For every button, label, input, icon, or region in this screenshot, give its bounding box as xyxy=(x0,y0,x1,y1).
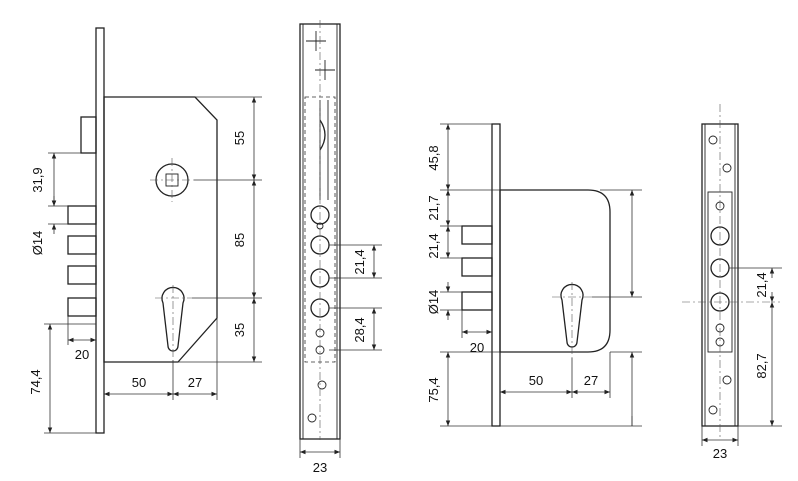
lock-b-dim-bolt-projection: 20 xyxy=(470,340,484,355)
lock-b-dim-top: 45,8 xyxy=(426,145,441,170)
lock-a-screw-mark xyxy=(315,60,335,80)
lock-a-bolt xyxy=(67,235,97,255)
lock-a-spindle xyxy=(150,158,194,202)
lock-b-dim-bolt-top: 21,7 xyxy=(426,195,441,220)
lock-b-front-view: 45,8 21,7 21,4 Ø14 75,4 20 50 27 xyxy=(426,123,642,427)
lock-a-dim-backset: 50 xyxy=(132,375,146,390)
lock-b-dim-bottom: 75,4 xyxy=(426,377,441,402)
lock-a-side-dim-bolt-spacing: 21,4 xyxy=(352,249,367,274)
lock-a-screw-hole xyxy=(307,413,317,423)
lock-a-body xyxy=(103,96,218,363)
lock-a-screw-hole xyxy=(317,380,327,390)
lock-b-dim-bolt-spacing: 21,4 xyxy=(426,233,441,258)
lock-b-dim-cylinder-to-edge: 27 xyxy=(584,373,598,388)
lock-a-dim-bottom: 74,4 xyxy=(28,369,43,394)
lock-a-dim-top-section: 55 xyxy=(232,131,247,145)
lock-a-bolt xyxy=(67,297,97,317)
lock-b-side-dim-lower: 82,7 xyxy=(754,353,769,378)
lock-a-dim-middle-section: 85 xyxy=(232,233,247,247)
lock-a-faceplate xyxy=(95,27,105,434)
lock-a-bolt xyxy=(67,265,97,285)
lock-a-latch-profile xyxy=(319,119,326,151)
lock-b-bolt xyxy=(461,225,493,245)
lock-b-side-dim-faceplate-width: 23 xyxy=(713,446,727,461)
lock-b-screw-hole xyxy=(708,135,718,145)
lock-a-cylinder-keyhole xyxy=(155,285,192,360)
lock-a-front-view: 55 85 35 31,9 Ø14 74,4 20 50 27 xyxy=(28,27,262,434)
lock-a-dim-bolt-dia: Ø14 xyxy=(30,231,45,256)
lock-a-side-dim-lower-spacing: 28,4 xyxy=(352,317,367,342)
lock-b-screw-hole xyxy=(722,375,732,385)
lock-a-side-view: 21,4 28,4 23 xyxy=(299,20,382,475)
lock-b-cylinder-keyhole xyxy=(552,282,592,358)
lock-a-dim-keyhole-section: 35 xyxy=(232,323,247,337)
lock-b-side-dim-bolt-spacing: 21,4 xyxy=(754,272,769,297)
lock-b-screw-hole xyxy=(708,405,718,415)
lock-a-side-dim-faceplate-width: 23 xyxy=(313,460,327,475)
lock-b-bolt xyxy=(461,291,493,311)
lock-a-dim-bolt-top: 31,9 xyxy=(30,167,45,192)
lock-b-bolt xyxy=(461,257,493,277)
lock-b-screw-hole xyxy=(722,163,732,173)
lock-b-dim-bolt-dia: Ø14 xyxy=(426,290,441,315)
lock-b-side-view: 21,4 82,7 23 xyxy=(682,104,782,461)
lock-a-dim-bolt-projection: 20 xyxy=(75,347,89,362)
lock-a-bolt xyxy=(67,205,97,225)
lock-b-faceplate xyxy=(491,123,501,427)
lock-a-latch xyxy=(80,116,97,154)
lock-a-screw-mark xyxy=(306,31,326,51)
lock-a-dim-cylinder-to-edge: 27 xyxy=(188,375,202,390)
lock-b-dim-backset: 50 xyxy=(529,373,543,388)
lock-b-body xyxy=(499,189,611,353)
